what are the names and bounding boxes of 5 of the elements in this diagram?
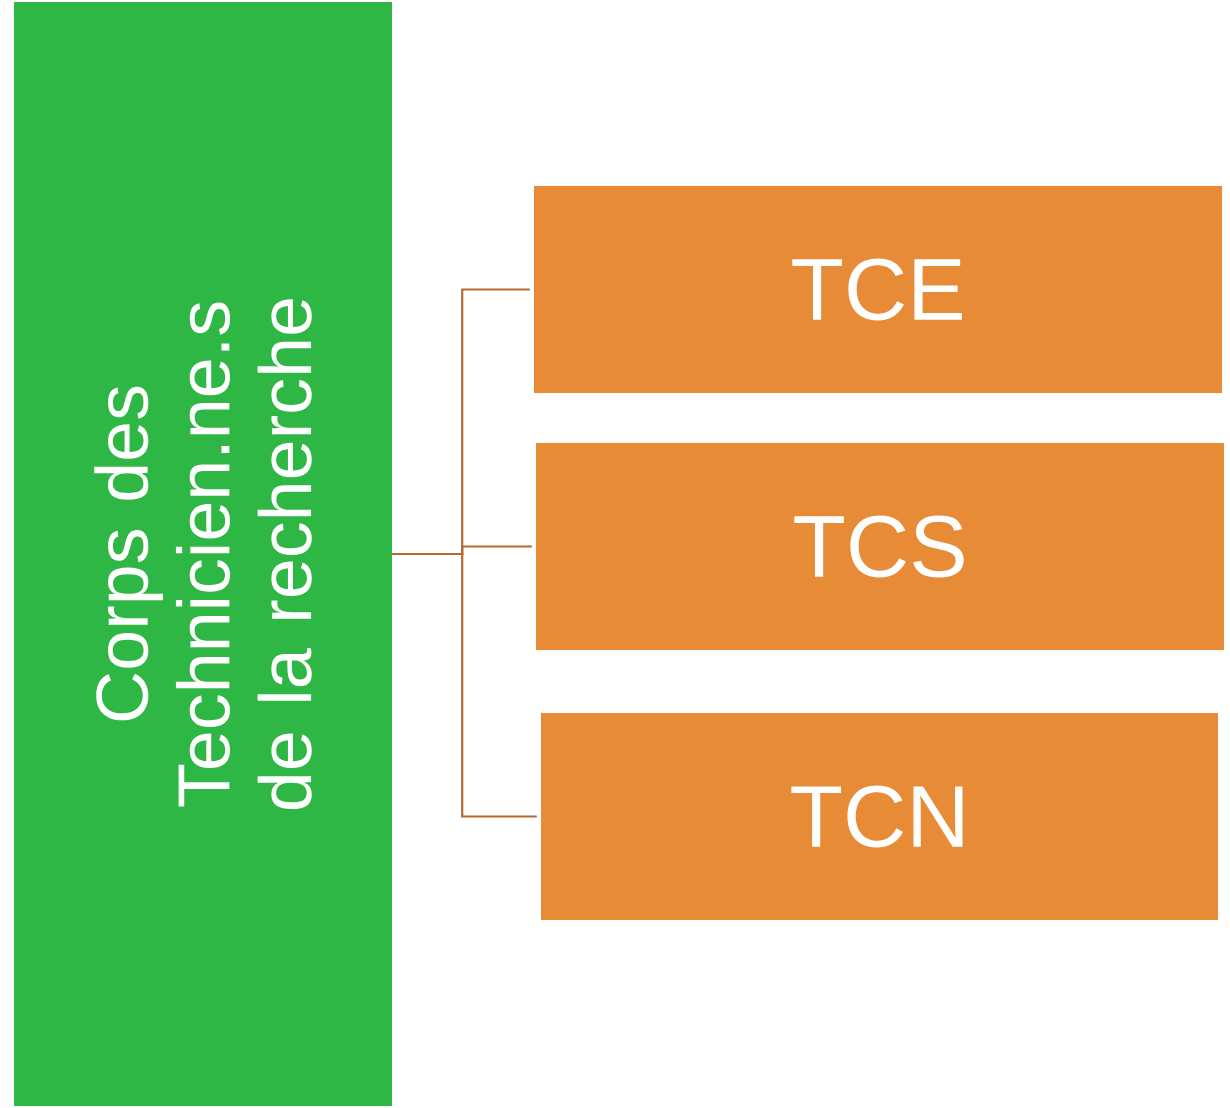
grade-box: TCS <box>536 443 1224 650</box>
connector-line <box>392 552 537 818</box>
grade-box: TCN <box>541 713 1218 920</box>
grade-box: TCE <box>534 186 1222 393</box>
category-box: Corps des Technicien.ne.s de la recherche <box>14 2 392 1106</box>
